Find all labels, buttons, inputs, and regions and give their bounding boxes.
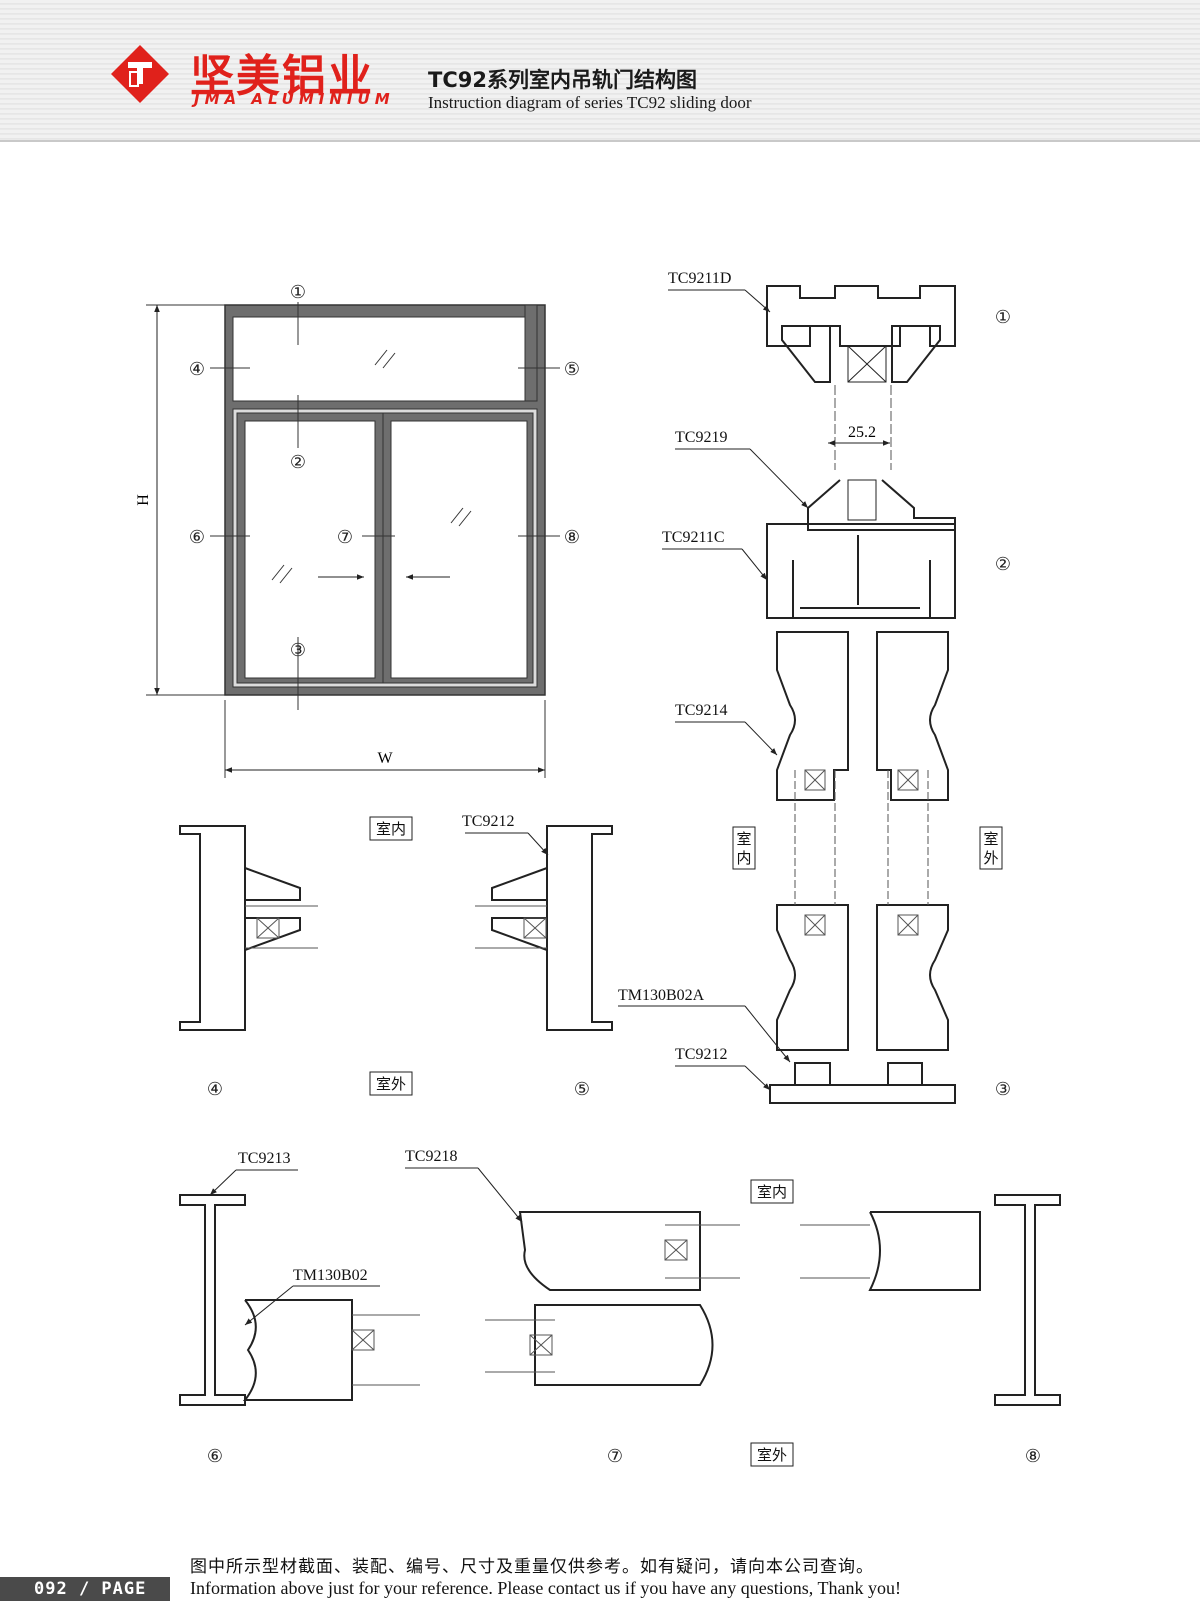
- outdoor-tag-1: 室外: [376, 1075, 406, 1093]
- section-callout-3: ③: [995, 1079, 1011, 1100]
- footer-note-cn: 图中所示型材截面、装配、编号、尺寸及重量仅供参考。如有疑问，请向本公司查询。: [190, 1557, 874, 1577]
- section-callout-6: ⑥: [207, 1446, 223, 1467]
- brand-name-cn: 坚美铝业: [190, 51, 374, 102]
- callout-6: ⑥: [189, 527, 205, 548]
- section-callout-7: ⑦: [607, 1446, 623, 1467]
- leader-lines: [209, 289, 809, 1326]
- label-tm130b02: TM130B02: [293, 1267, 368, 1284]
- section-4-5-glass: [245, 905, 547, 949]
- section-callout-5: ⑤: [574, 1079, 590, 1100]
- glazing-units: [794, 385, 929, 936]
- page-title-en: Instruction diagram of series TC92 slidi…: [428, 93, 752, 112]
- height-label: H: [135, 494, 152, 506]
- callout-1: ①: [290, 282, 306, 303]
- dimension-value: 25.2: [848, 424, 876, 441]
- label-tc9211c: TC9211C: [662, 529, 725, 546]
- indoor-tag-v-bottom: 内: [736, 849, 751, 867]
- width-label: W: [377, 750, 393, 767]
- callout-8: ⑧: [564, 527, 580, 548]
- side-tags: [369, 816, 1003, 1467]
- vertical-section: [766, 285, 956, 1104]
- callout-4: ④: [189, 359, 205, 380]
- callout-3: ③: [290, 640, 306, 661]
- section-4-5: [179, 825, 613, 1031]
- outdoor-tag-2: 室外: [757, 1446, 787, 1464]
- page-number-badge: [0, 1577, 170, 1601]
- indoor-tag-2: 室内: [757, 1183, 787, 1201]
- section-callout-8: ⑧: [1025, 1446, 1041, 1467]
- footer-note-en: Information above just for your referenc…: [190, 1578, 901, 1598]
- label-tc9213: TC9213: [238, 1150, 290, 1167]
- section-callout-4: ④: [207, 1079, 223, 1100]
- label-tc9212-left: TC9212: [462, 813, 514, 830]
- callout-7: ⑦: [337, 527, 353, 548]
- label-tc9211d: TC9211D: [668, 270, 731, 287]
- header-divider: [0, 140, 1200, 142]
- header-banner: [0, 0, 1200, 140]
- label-tc9219: TC9219: [675, 429, 727, 446]
- callout-5: ⑤: [564, 359, 580, 380]
- label-tc9214: TC9214: [675, 702, 727, 719]
- section-callout-1: ①: [995, 307, 1011, 328]
- label-tc9212-right: TC9212: [675, 1046, 727, 1063]
- indoor-tag-1: 室内: [376, 820, 406, 838]
- callout-2: ②: [290, 452, 306, 473]
- label-tm130b02a: TM130B02A: [618, 987, 705, 1004]
- label-tc9218: TC9218: [405, 1148, 457, 1165]
- section-6-7-8: [179, 1194, 1061, 1406]
- indoor-tag-v-top: 室: [736, 830, 751, 848]
- page-number: 092 / PAGE: [34, 1579, 147, 1599]
- jma-logo-icon: [111, 45, 169, 103]
- outdoor-tag-v-bottom: 外: [983, 849, 998, 867]
- brand-name-en: JMA ALUMINIUM: [194, 90, 395, 108]
- section-callout-2: ②: [995, 554, 1011, 575]
- page-title-cn: TC92系列室内吊轨门结构图: [428, 68, 697, 92]
- section-6-7-8-glass: [351, 1224, 870, 1386]
- door-elevation: [146, 302, 560, 778]
- outdoor-tag-v-top: 室: [983, 830, 998, 848]
